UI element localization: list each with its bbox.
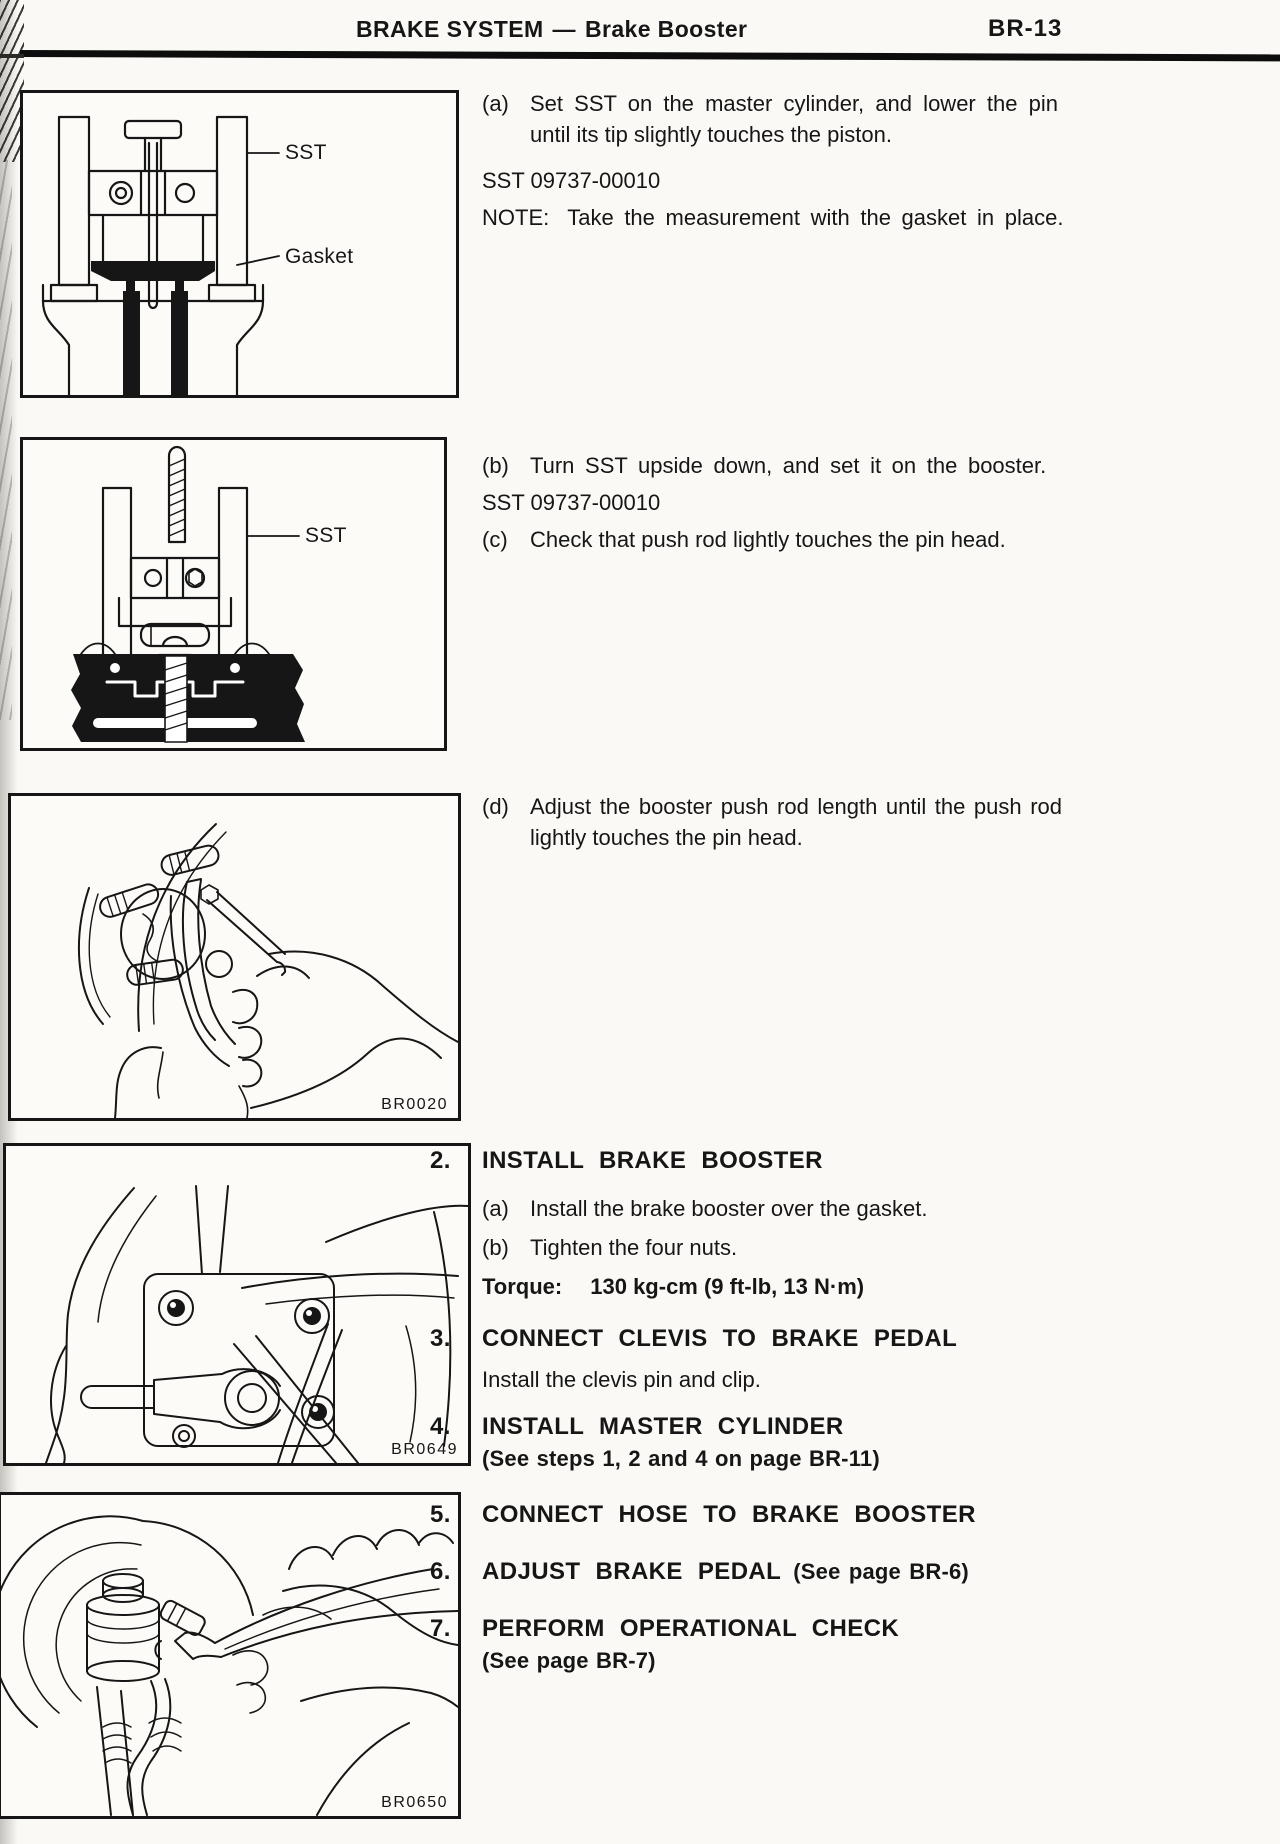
step6-number: 6.: [430, 1558, 451, 1585]
step6-reference: (See page BR-6): [793, 1559, 969, 1584]
figure-clevis-pedal: BR0649: [3, 1143, 471, 1466]
step2a-label: (a): [482, 1196, 509, 1221]
figure-adjust-push-rod: BR0020: [8, 793, 461, 1121]
step7-reference: (See page BR-7): [482, 1648, 656, 1673]
figure-hose-booster-drawing: [1, 1515, 458, 1816]
figure-label-gasket: Gasket: [285, 245, 354, 268]
figure-sst-booster-drawing: [71, 445, 305, 743]
page-title: BRAKE SYSTEM — Brake Booster: [356, 16, 747, 43]
figure-code: BR0020: [381, 1096, 448, 1113]
step2-number: 2.: [430, 1147, 451, 1174]
step4-number: 4.: [430, 1413, 451, 1440]
torque-value: 130 kg-cm (9 ft-lb, 13 N·m): [590, 1274, 865, 1299]
item-d-label: (d): [482, 794, 509, 819]
page-number: BR-13: [988, 15, 1063, 42]
sst-number-a: SST 09737-00010: [482, 168, 661, 193]
figure-sst-master-cylinder-drawing: [41, 115, 280, 395]
page-title-system: BRAKE SYSTEM: [356, 16, 544, 42]
item-c-label: (c): [482, 527, 508, 552]
step5-number: 5.: [430, 1501, 451, 1528]
page-title-topic: Brake Booster: [584, 16, 748, 42]
figure-label-sst: SST: [305, 524, 347, 547]
step6-title-text: ADJUST BRAKE PEDAL: [482, 1558, 782, 1585]
figure-code: BR0649: [391, 1441, 458, 1458]
step2b-text: Tighten the four nuts.: [530, 1235, 738, 1260]
step6-title: ADJUST BRAKE PEDAL (See page BR-6): [482, 1557, 969, 1587]
sst-number-b: SST 09737-00010: [482, 490, 661, 515]
step7-number: 7.: [430, 1615, 451, 1642]
step3-number: 3.: [430, 1325, 451, 1352]
step2b-label: (b): [482, 1235, 509, 1260]
page-title-dash: —: [552, 16, 576, 42]
header-rule: [19, 50, 1280, 62]
step3-title: CONNECT CLEVIS TO BRAKE PEDAL: [482, 1325, 958, 1352]
item-b-text: Turn SST upside down, and set it on the …: [530, 453, 1047, 478]
figure-hose-booster: BR0650: [0, 1492, 461, 1819]
step7-title: PERFORM OPERATIONAL CHECK: [482, 1615, 900, 1642]
torque-line: Torque: 130 kg-cm (9 ft-lb, 13 N·m): [482, 1271, 864, 1302]
step4-title: INSTALL MASTER CYLINDER: [482, 1413, 844, 1440]
note-line: NOTE: Take the measurement with the gaske…: [482, 202, 1063, 233]
step2-title: INSTALL BRAKE BOOSTER: [482, 1147, 823, 1174]
figure-label-sst: SST: [285, 141, 327, 164]
figure-sst-master-cylinder: SST Gasket: [20, 90, 459, 398]
torque-label: Torque:: [482, 1274, 563, 1299]
scan-edge-hatch-lower: [0, 160, 12, 720]
figure-code: BR0650: [381, 1794, 448, 1811]
item-b-label: (b): [482, 453, 509, 478]
item-c-text: Check that push rod lightly touches the …: [530, 527, 1006, 552]
item-a-text: Set SST on the master cylinder, and lowe…: [530, 91, 1058, 147]
step2a-text: Install the brake booster over the gaske…: [530, 1196, 928, 1221]
item-a-label: (a): [482, 91, 509, 116]
note-label: NOTE:: [482, 205, 550, 230]
item-d-text: Adjust the booster push rod length until…: [530, 794, 1062, 850]
figure-clevis-pedal-drawing: [45, 1185, 468, 1463]
figure-adjust-push-rod-drawing: [77, 823, 458, 1118]
header-rule-lead: [0, 54, 24, 58]
step4-reference: (See steps 1, 2 and 4 on page BR-11): [482, 1446, 880, 1471]
figure-sst-booster: SST: [20, 437, 447, 751]
step5-title: CONNECT HOSE TO BRAKE BOOSTER: [482, 1501, 976, 1528]
step3-body: Install the clevis pin and clip.: [482, 1367, 761, 1392]
note-text: Take the measurement with the gasket in …: [567, 205, 1064, 230]
